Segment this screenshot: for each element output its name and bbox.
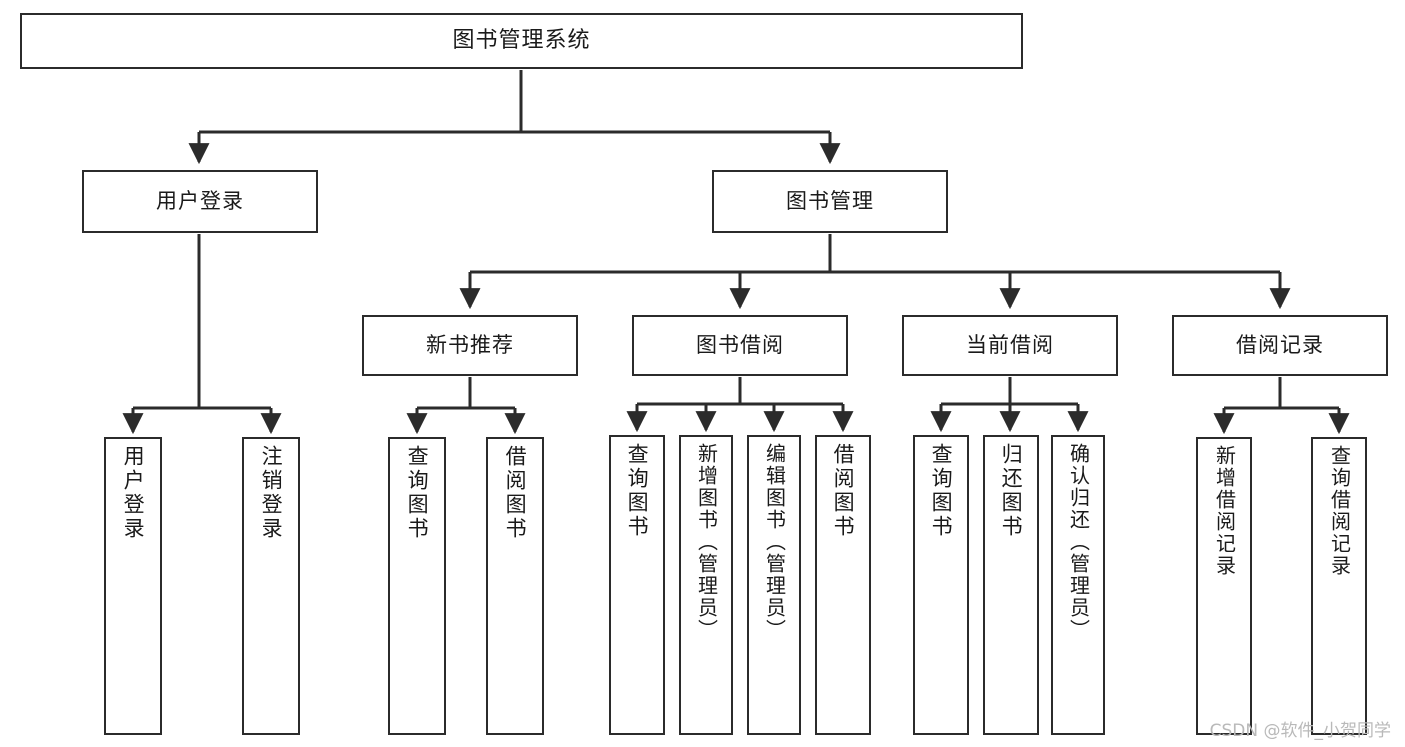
node-label: 借阅记录 bbox=[1236, 333, 1324, 358]
leaf-borrow-add-book-admin[interactable]: 新增图书（管理员） bbox=[679, 435, 733, 735]
node-label: 查询借阅记录 bbox=[1327, 445, 1352, 577]
leaf-newbook-query-book[interactable]: 查询图书 bbox=[388, 437, 446, 735]
node-label: 图书管理系统 bbox=[452, 28, 591, 54]
node-borrow-record[interactable]: 借阅记录 bbox=[1172, 315, 1388, 376]
node-label: 查询图书 bbox=[405, 445, 430, 541]
node-root-system[interactable]: 图书管理系统 bbox=[20, 13, 1023, 69]
leaf-borrow-query-book[interactable]: 查询图书 bbox=[609, 435, 665, 735]
watermark-text: CSDN @软件_小贺同学 bbox=[1209, 721, 1391, 741]
node-label: 新增图书（管理员） bbox=[694, 443, 719, 641]
leaf-borrow-edit-book-admin[interactable]: 编辑图书（管理员） bbox=[747, 435, 801, 735]
node-label: 查询图书 bbox=[929, 443, 954, 539]
node-book-management[interactable]: 图书管理 bbox=[712, 170, 948, 233]
node-label: 注销登录 bbox=[259, 445, 284, 541]
leaf-record-add-record[interactable]: 新增借阅记录 bbox=[1196, 437, 1252, 735]
leaf-current-query-book[interactable]: 查询图书 bbox=[913, 435, 969, 735]
node-label: 新书推荐 bbox=[426, 333, 514, 358]
node-label: 确认归还（管理员） bbox=[1066, 443, 1091, 641]
leaf-borrow-borrow-book[interactable]: 借阅图书 bbox=[815, 435, 871, 735]
node-label: 图书管理 bbox=[786, 189, 874, 214]
leaf-user-login[interactable]: 用户登录 bbox=[104, 437, 162, 735]
leaf-newbook-borrow-book[interactable]: 借阅图书 bbox=[486, 437, 544, 735]
node-label: 借阅图书 bbox=[831, 443, 856, 539]
node-label: 当前借阅 bbox=[966, 333, 1054, 358]
leaf-logout[interactable]: 注销登录 bbox=[242, 437, 300, 735]
node-label: 查询图书 bbox=[625, 443, 650, 539]
leaf-record-query-record[interactable]: 查询借阅记录 bbox=[1311, 437, 1367, 735]
node-label: 用户登录 bbox=[156, 189, 244, 214]
node-label: 用户登录 bbox=[121, 445, 146, 541]
node-new-book-recommend[interactable]: 新书推荐 bbox=[362, 315, 578, 376]
node-user-login[interactable]: 用户登录 bbox=[82, 170, 318, 233]
node-current-borrow[interactable]: 当前借阅 bbox=[902, 315, 1118, 376]
node-label: 图书借阅 bbox=[696, 333, 784, 358]
node-book-borrow[interactable]: 图书借阅 bbox=[632, 315, 848, 376]
node-label: 编辑图书（管理员） bbox=[762, 443, 787, 641]
leaf-current-return-book[interactable]: 归还图书 bbox=[983, 435, 1039, 735]
node-label: 归还图书 bbox=[999, 443, 1024, 539]
node-label: 新增借阅记录 bbox=[1212, 445, 1237, 577]
leaf-current-confirm-return-admin[interactable]: 确认归还（管理员） bbox=[1051, 435, 1105, 735]
node-label: 借阅图书 bbox=[503, 445, 528, 541]
